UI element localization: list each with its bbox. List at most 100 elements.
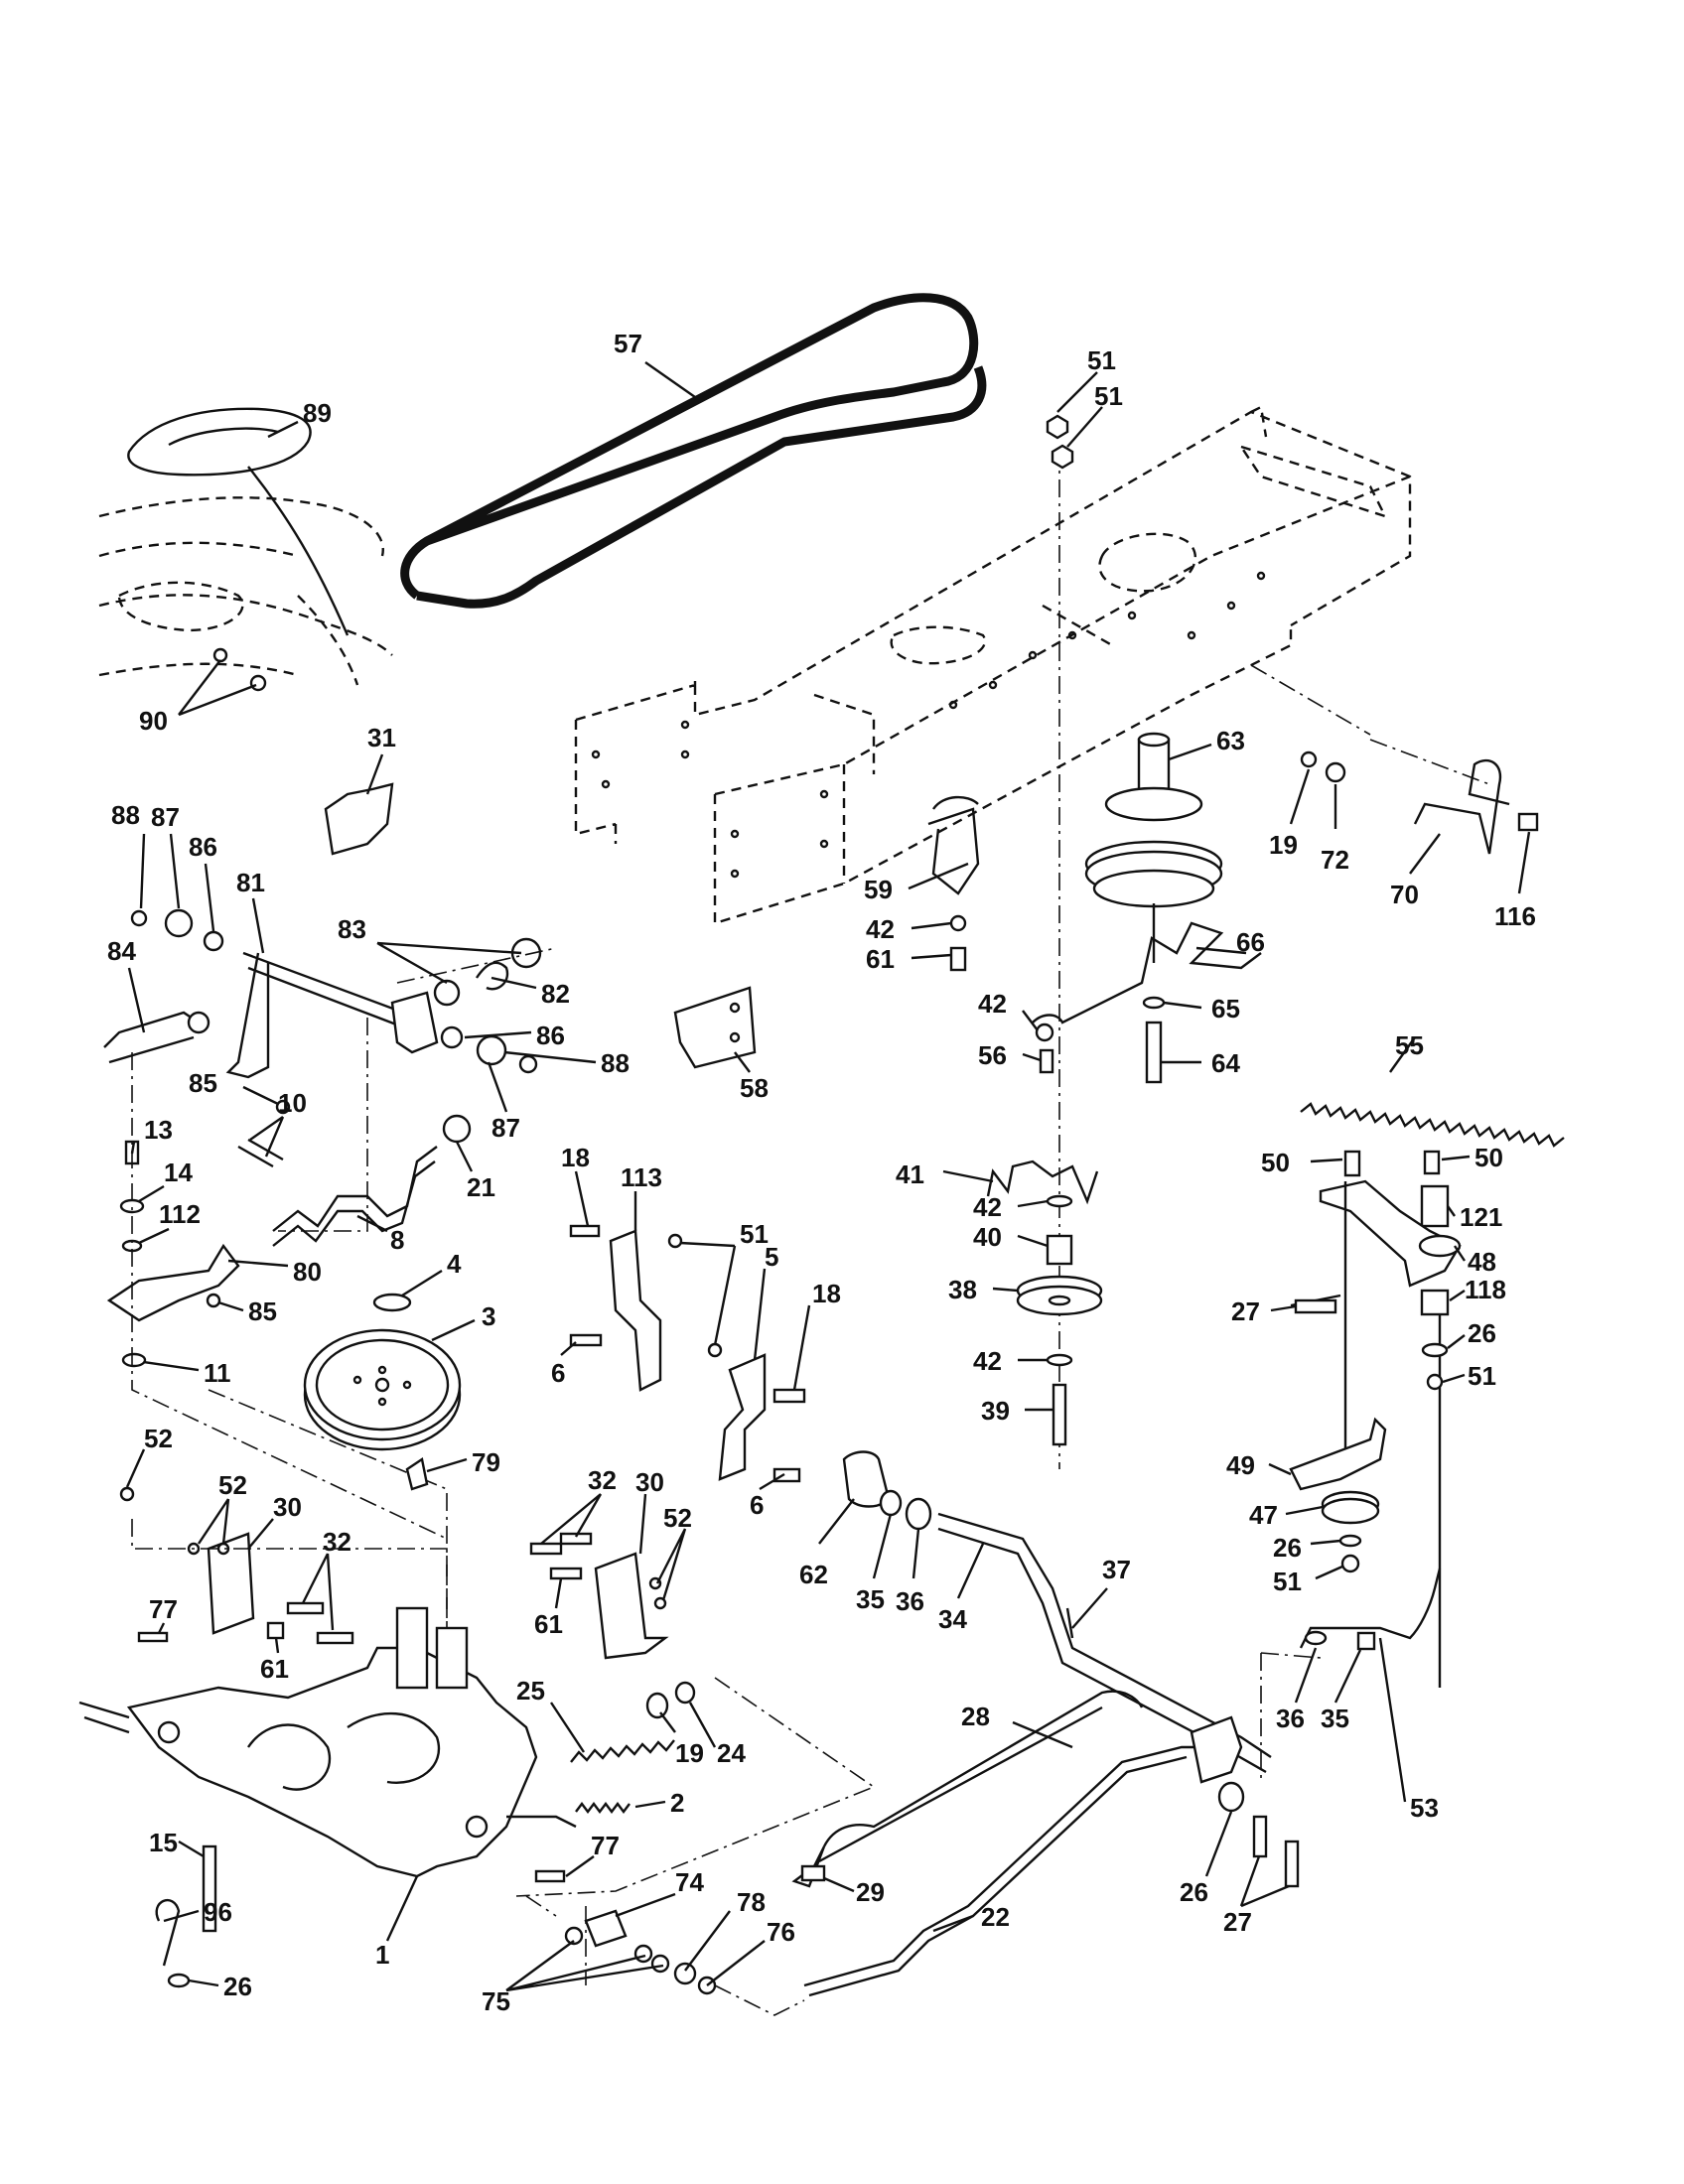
bolt-32a xyxy=(286,1601,325,1615)
rod-53 xyxy=(1299,1568,1442,1649)
label-19-a: 19 xyxy=(675,1738,704,1768)
label-62: 62 xyxy=(799,1560,828,1589)
label-40: 40 xyxy=(973,1222,1002,1252)
label-70: 70 xyxy=(1390,880,1419,909)
label-65: 65 xyxy=(1211,994,1240,1024)
bushing-86b xyxy=(440,1025,464,1049)
nut-35b xyxy=(1356,1631,1376,1651)
bolt-27b xyxy=(1252,1815,1268,1858)
nut-24 xyxy=(674,1681,696,1705)
washer-42d xyxy=(1046,1353,1073,1367)
washer-35a xyxy=(879,1489,903,1517)
label-11: 11 xyxy=(204,1358,231,1388)
fender-washer xyxy=(249,674,267,692)
label-75: 75 xyxy=(482,1986,510,2016)
label-72: 72 xyxy=(1321,845,1349,875)
label-36-a: 36 xyxy=(896,1586,924,1616)
knob-21 xyxy=(442,1114,472,1144)
bolt-50b xyxy=(1423,1150,1441,1175)
label-6-a: 6 xyxy=(551,1358,565,1388)
label-15: 15 xyxy=(149,1828,178,1857)
bracket-49 xyxy=(1289,1417,1387,1491)
label-25: 25 xyxy=(516,1676,545,1706)
label-36-b: 36 xyxy=(1276,1704,1305,1733)
washer-42b xyxy=(1035,1023,1054,1042)
shaft-bracket xyxy=(390,991,439,1054)
label-66: 66 xyxy=(1236,927,1265,957)
label-42-b: 42 xyxy=(978,989,1007,1019)
label-42-d: 42 xyxy=(973,1346,1002,1376)
label-32-b: 32 xyxy=(588,1465,617,1495)
label-35-b: 35 xyxy=(1321,1704,1349,1733)
drive-belt xyxy=(400,293,987,609)
label-18-a: 18 xyxy=(561,1143,590,1172)
nut-51e xyxy=(1340,1554,1360,1573)
bolt-18a xyxy=(569,1224,601,1238)
pin-77b xyxy=(534,1869,566,1883)
label-48: 48 xyxy=(1468,1247,1496,1277)
label-27-a: 27 xyxy=(1231,1297,1260,1326)
label-10: 10 xyxy=(278,1088,307,1118)
label-82: 82 xyxy=(541,979,570,1009)
label-61-b: 61 xyxy=(534,1609,563,1639)
rod-28 xyxy=(818,1690,1144,1863)
label-59: 59 xyxy=(864,875,893,904)
screw-56 xyxy=(1039,1048,1054,1074)
label-49: 49 xyxy=(1226,1450,1255,1480)
label-27-b: 27 xyxy=(1223,1907,1252,1937)
bolt-27a xyxy=(1294,1298,1337,1314)
washer-26c xyxy=(1338,1534,1362,1548)
nut-19a xyxy=(645,1692,669,1719)
label-64: 64 xyxy=(1211,1048,1240,1078)
label-26-a: 26 xyxy=(223,1972,252,2001)
label-84: 84 xyxy=(107,936,136,966)
label-50-a: 50 xyxy=(1261,1148,1290,1177)
nut-51a xyxy=(1046,414,1069,440)
label-24: 24 xyxy=(717,1738,746,1768)
tractor-frame xyxy=(574,405,1412,925)
key-79 xyxy=(405,1457,429,1491)
label-58: 58 xyxy=(740,1073,769,1103)
label-83: 83 xyxy=(338,914,366,944)
label-47: 47 xyxy=(1249,1500,1278,1530)
label-56: 56 xyxy=(978,1040,1007,1070)
label-30-a: 30 xyxy=(273,1492,302,1522)
part-labels: 57 89 51 51 90 31 88 87 86 81 84 83 82 8… xyxy=(107,329,1536,2016)
washer-26b xyxy=(1421,1342,1449,1358)
nut-51c xyxy=(707,1342,723,1358)
extension-spring-55 xyxy=(1300,1102,1565,1148)
label-37: 37 xyxy=(1102,1555,1131,1584)
bolt-39 xyxy=(1052,1383,1067,1446)
label-89: 89 xyxy=(303,398,332,428)
fender-outline xyxy=(98,496,393,686)
nut-85a xyxy=(275,1099,291,1115)
label-79: 79 xyxy=(472,1447,500,1477)
washer-87b xyxy=(476,1034,507,1066)
label-18-b: 18 xyxy=(812,1279,841,1308)
frame-holes xyxy=(591,571,1266,879)
label-88-b: 88 xyxy=(601,1048,630,1078)
nut-85b xyxy=(206,1293,221,1308)
label-77-b: 77 xyxy=(591,1831,620,1860)
washer-83a xyxy=(433,979,461,1007)
label-81: 81 xyxy=(236,868,265,897)
label-116: 116 xyxy=(1494,901,1536,931)
label-51-a: 51 xyxy=(1087,345,1116,375)
bracket-41 xyxy=(986,1160,1099,1205)
spring-25 xyxy=(570,1739,675,1763)
bolt-15 xyxy=(202,1844,217,1933)
label-30-b: 30 xyxy=(635,1467,664,1497)
bolt-32b xyxy=(529,1542,563,1556)
bushing-86a xyxy=(203,930,224,952)
washer-75a xyxy=(564,1926,584,1946)
label-5: 5 xyxy=(765,1242,778,1272)
bracket-30b xyxy=(594,1552,669,1660)
plate-58 xyxy=(673,986,757,1069)
label-77-a: 77 xyxy=(149,1594,178,1624)
label-86-a: 86 xyxy=(189,832,217,862)
label-3: 3 xyxy=(482,1301,495,1331)
bolt-6b xyxy=(772,1467,801,1483)
label-19-b: 19 xyxy=(1269,830,1298,860)
nut-19b xyxy=(1300,751,1318,768)
label-41: 41 xyxy=(896,1160,924,1189)
